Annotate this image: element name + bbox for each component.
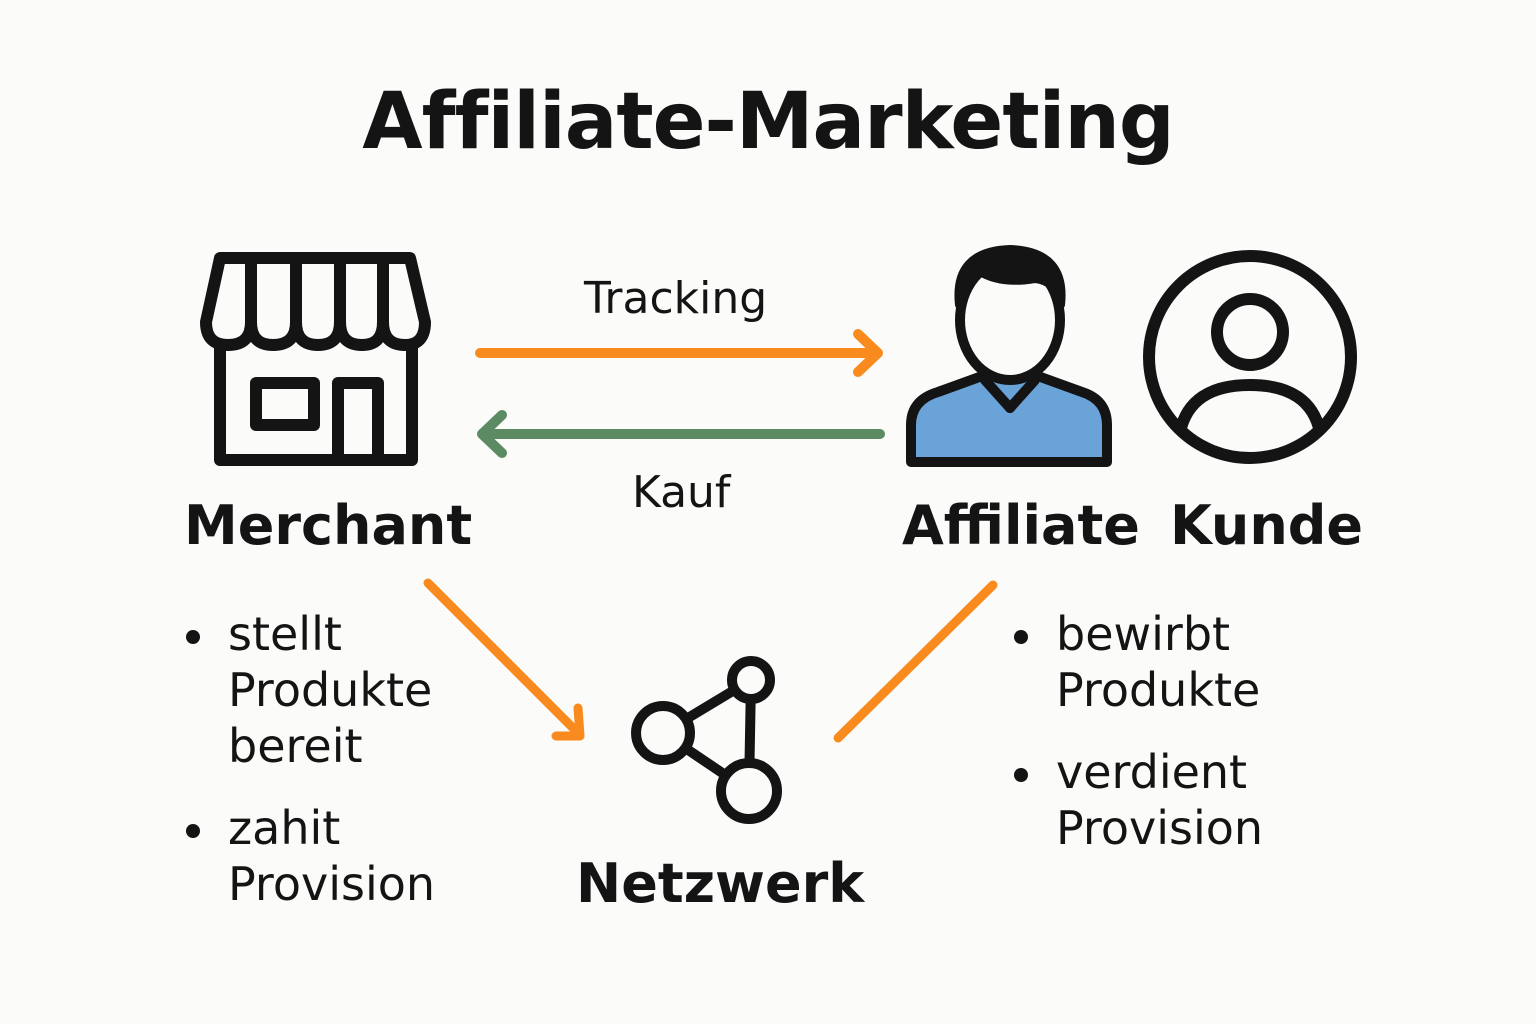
affiliate-to-network-line [833, 580, 998, 743]
merchant-label: Merchant [184, 494, 473, 557]
merchant-bullet: zahit Provision [186, 800, 435, 912]
user-circle-icon [1143, 250, 1357, 464]
network-share-icon [631, 656, 782, 824]
affiliate-bullet-list: bewirbt Produkte verdient Provision [1014, 606, 1263, 882]
page-title: Affiliate-Marketing [362, 77, 1174, 167]
kauf-arrow [477, 410, 885, 458]
netzwerk-label: Netzwerk [576, 852, 865, 915]
merchant-bullet: stellt Produkte bereit [186, 606, 435, 774]
affiliate-bullet: verdient Provision [1014, 744, 1263, 856]
merchant-to-network-arrow [423, 578, 585, 741]
affiliate-bullet: bewirbt Produkte [1014, 606, 1263, 718]
tracking-arrow [475, 329, 883, 377]
kauf-label: Kauf [632, 467, 731, 518]
person-icon [906, 245, 1112, 467]
affiliate-label: Affiliate [902, 494, 1140, 557]
affiliate-hair [954, 245, 1066, 308]
storefront-icon [200, 252, 431, 466]
tracking-label: Tracking [584, 273, 768, 324]
kunde-label: Kunde [1170, 494, 1364, 557]
merchant-bullet-list: stellt Produkte bereit zahit Provision [186, 606, 435, 938]
